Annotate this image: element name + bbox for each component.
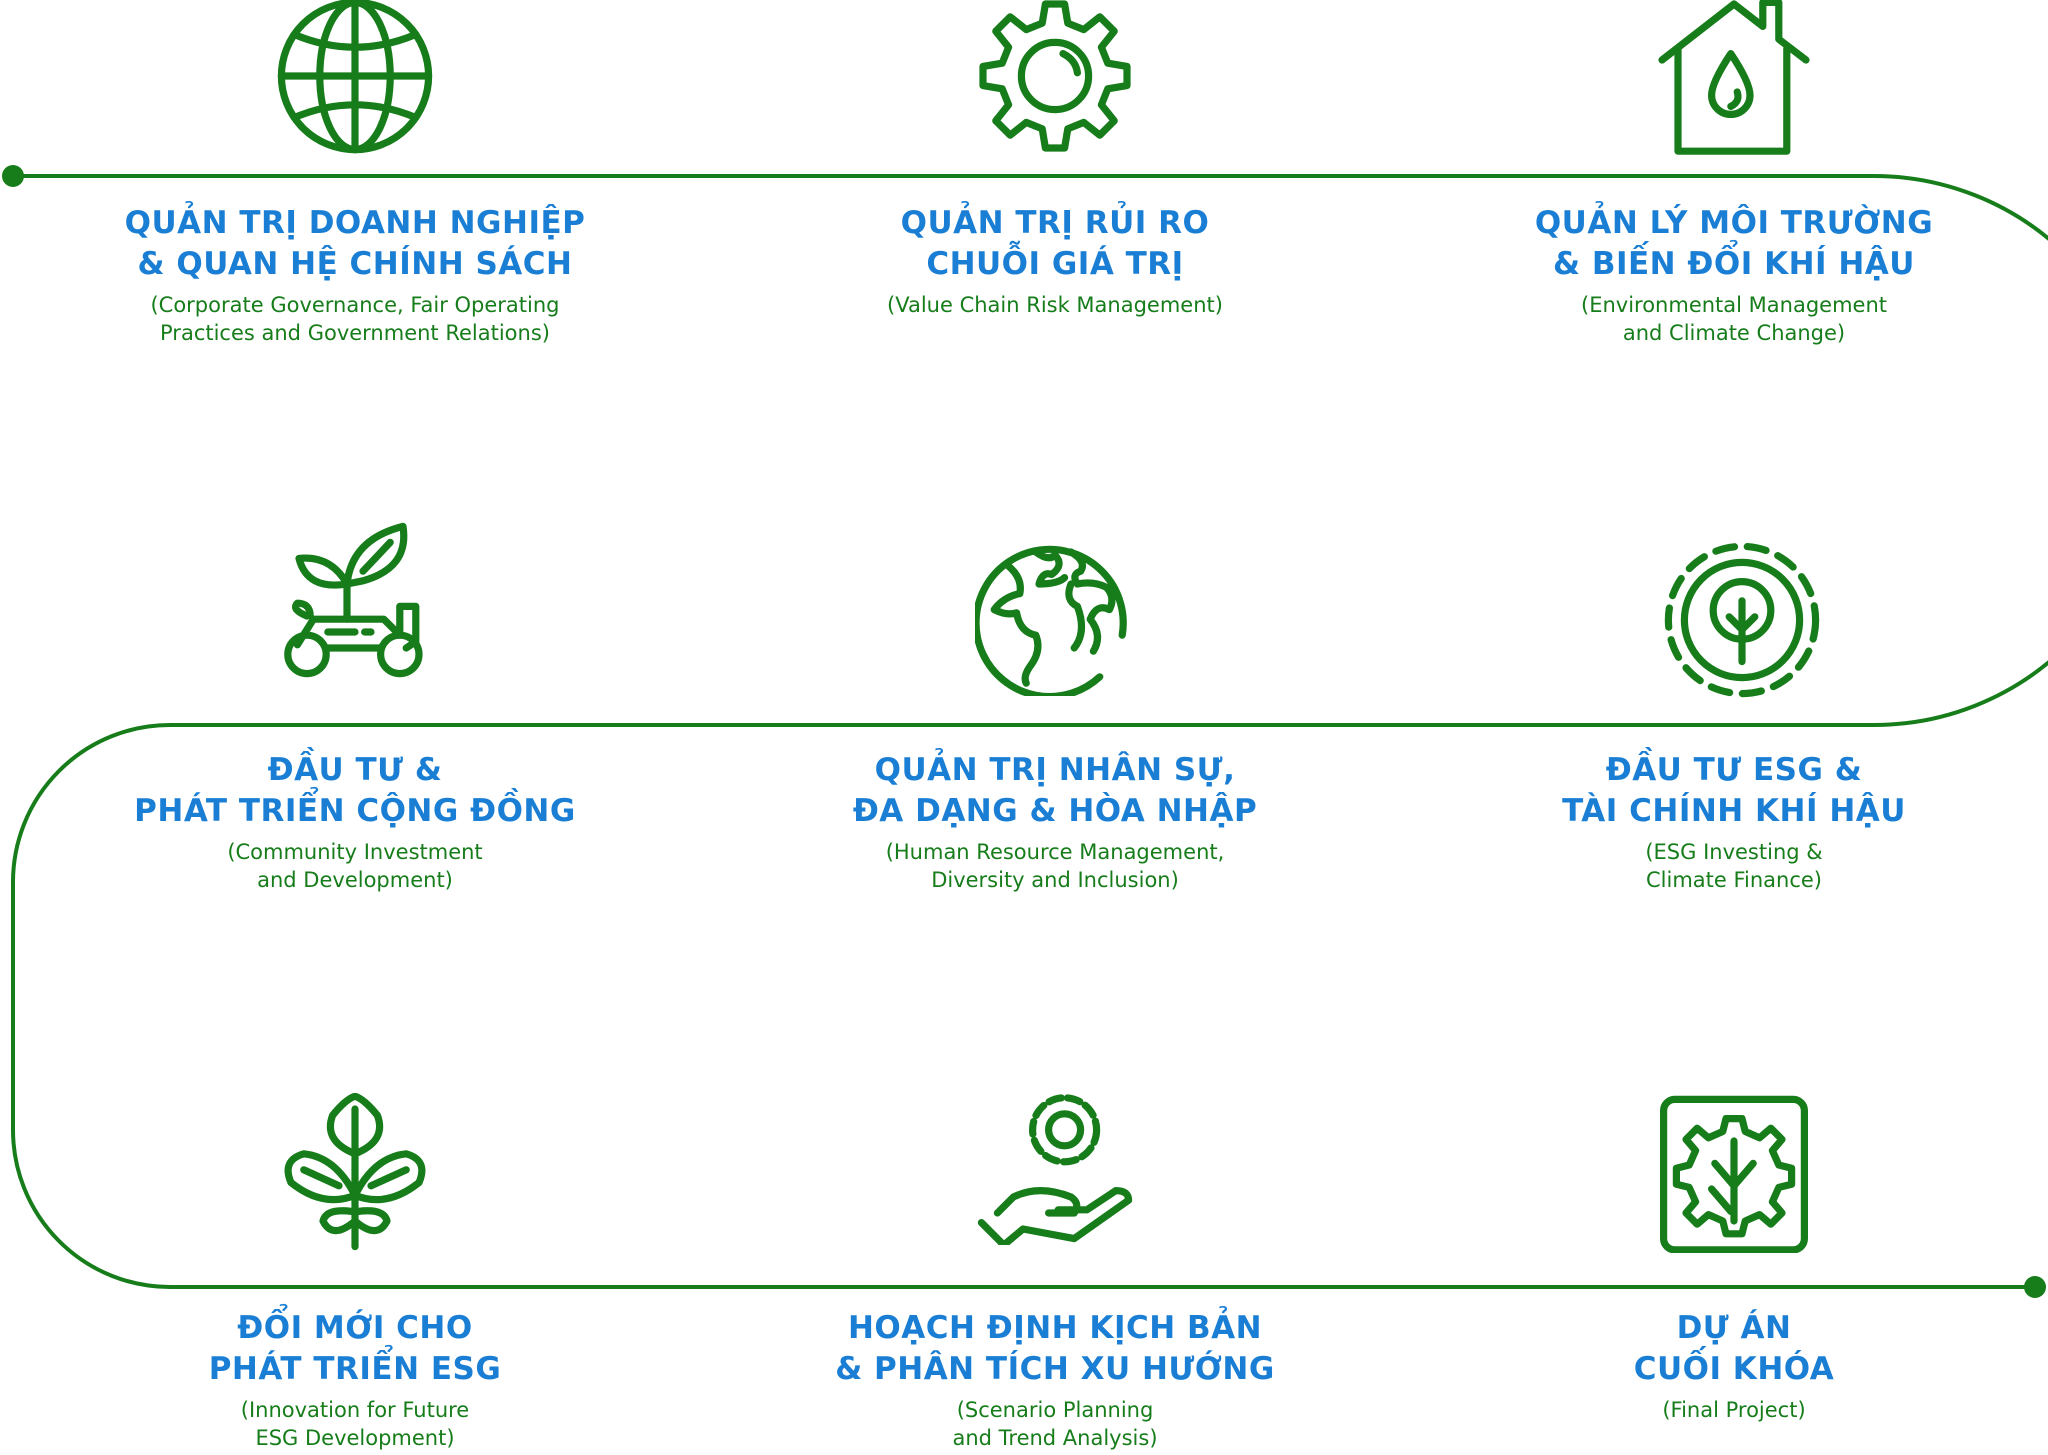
module-title: ĐẦU TƯ ESG &TÀI CHÍNH KHÍ HẬU (1562, 752, 1906, 829)
module-title: QUẢN LÝ MÔI TRƯỜNG& BIẾN ĐỔI KHÍ HẬU (1534, 205, 1934, 282)
module-title: QUẢN TRỊ DOANH NGHIỆP& QUAN HỆ CHÍNH SÁC… (124, 205, 586, 282)
module-subtitle: (Value Chain Risk Management) (887, 293, 1223, 317)
module-title: QUẢN TRỊ NHÂN SỰ,ĐA DẠNG & HÒA NHẬP (852, 752, 1258, 829)
module-subtitle: (Final Project) (1662, 1398, 1806, 1422)
module-3: QUẢN LÝ MÔI TRƯỜNG& BIẾN ĐỔI KHÍ HẬU (En… (1424, 203, 2044, 347)
module-title: HOẠCH ĐỊNH KỊCH BẢN& PHÂN TÍCH XU HƯỚNG (835, 1310, 1275, 1387)
start-dot (2, 165, 24, 187)
module-1: QUẢN TRỊ DOANH NGHIỆP& QUAN HỆ CHÍNH SÁC… (45, 203, 665, 347)
hand-gear-icon (975, 1085, 1135, 1249)
house-water-drop-icon (1654, 0, 1814, 156)
module-4: ĐẦU TƯ &PHÁT TRIỂN CỘNG ĐỒNG (Community … (45, 750, 665, 894)
globe-icon (275, 0, 435, 156)
module-8: HOẠCH ĐỊNH KỊCH BẢN& PHÂN TÍCH XU HƯỚNG … (745, 1308, 1365, 1452)
plant-truck-icon (275, 520, 435, 680)
end-dot (2024, 1276, 2046, 1298)
leaf-gear-frame-icon (1654, 1093, 1814, 1254)
module-subtitle: (Human Resource Management,Diversity and… (885, 840, 1225, 892)
module-subtitle: (ESG Investing &Climate Finance) (1645, 840, 1823, 892)
tree-circle-icon (1662, 540, 1822, 700)
module-title: ĐẦU TƯ &PHÁT TRIỂN CỘNG ĐỒNG (134, 752, 576, 829)
module-5: QUẢN TRỊ NHÂN SỰ,ĐA DẠNG & HÒA NHẬP (Hum… (745, 750, 1365, 894)
sprout-icon (275, 1092, 435, 1253)
gear-icon (975, 0, 1135, 156)
module-6: ĐẦU TƯ ESG &TÀI CHÍNH KHÍ HẬU (ESG Inves… (1424, 750, 2044, 894)
earth-icon (972, 536, 1135, 701)
